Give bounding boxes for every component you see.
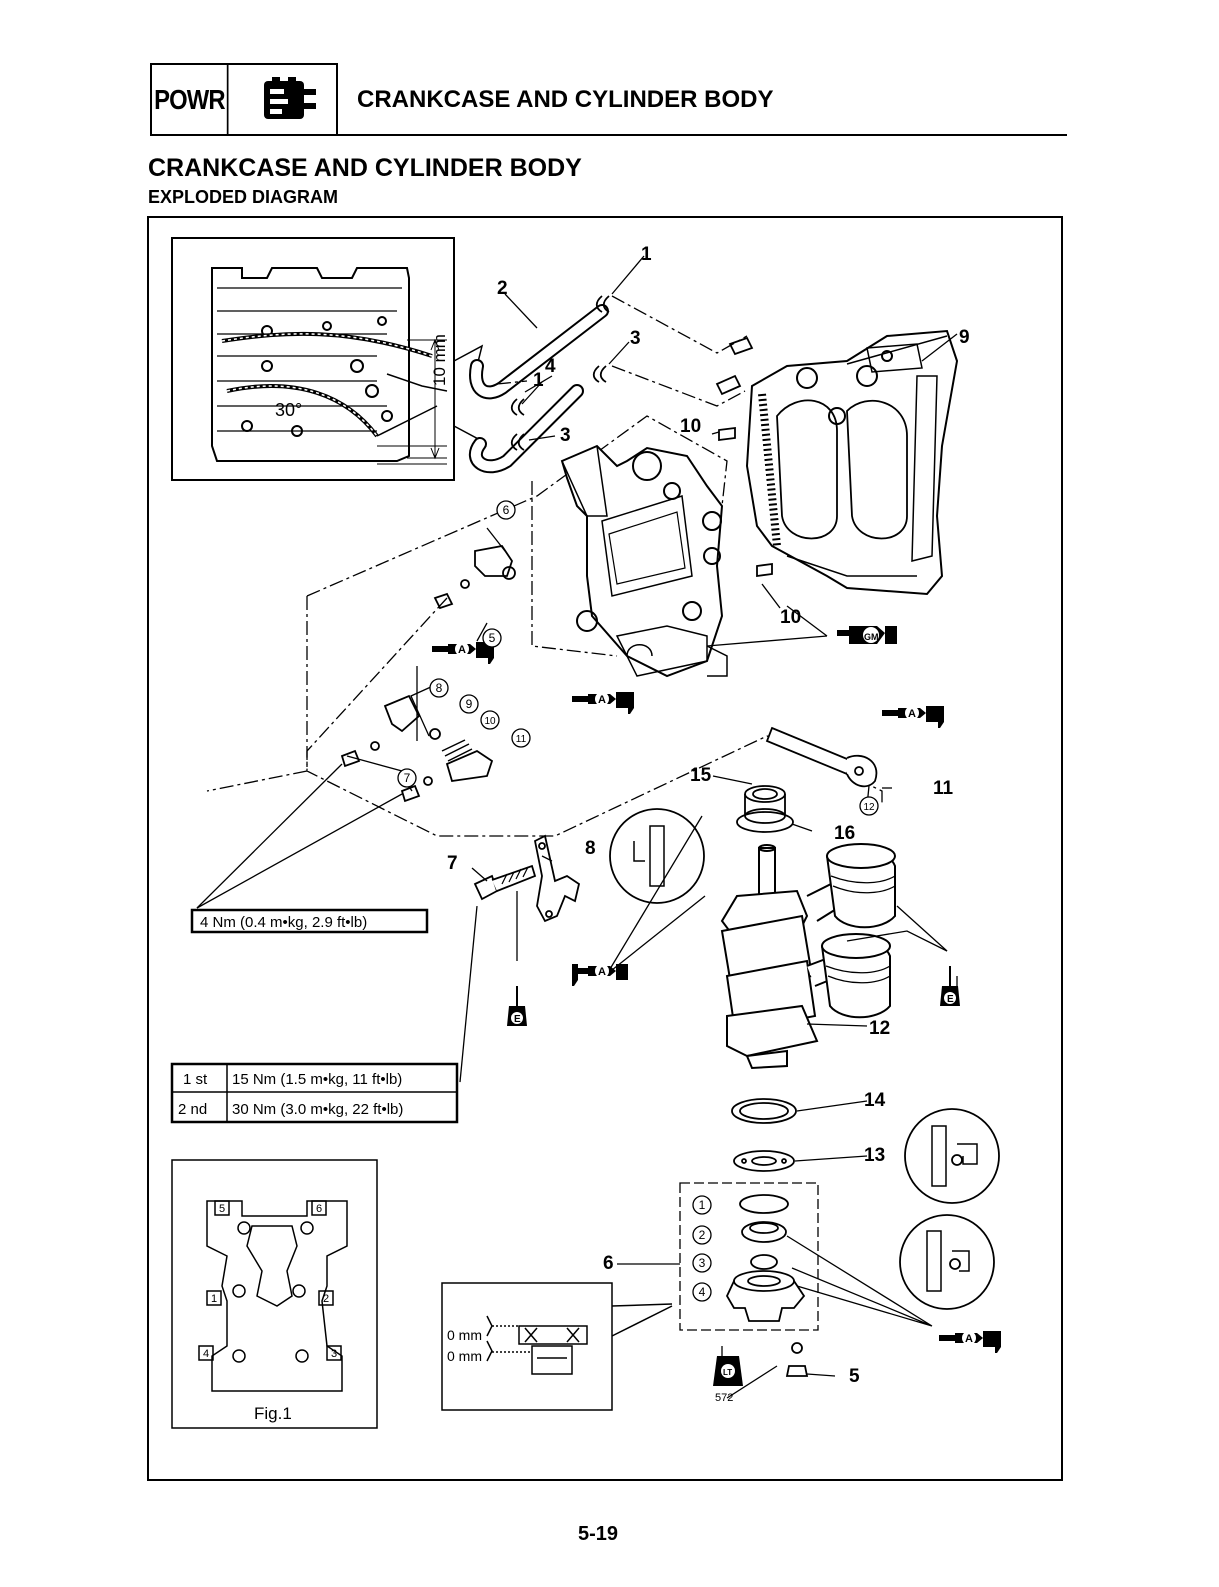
svg-text:7: 7 xyxy=(447,853,458,874)
svg-text:6: 6 xyxy=(603,1253,614,1274)
lever-8 xyxy=(533,834,581,923)
cylinder-body-9 xyxy=(745,329,959,596)
svg-text:2: 2 xyxy=(699,1228,706,1242)
hose-4 xyxy=(468,384,584,474)
svg-text:12: 12 xyxy=(863,802,875,813)
callout-labels: 1 2 3 4 1 3 9 10 10 11 15 16 8 7 12 14 1… xyxy=(447,244,970,1387)
lower-seal-stack xyxy=(679,1098,819,1377)
svg-text:4: 4 xyxy=(699,1285,706,1299)
svg-text:1: 1 xyxy=(641,244,652,265)
svg-text:E: E xyxy=(947,994,954,1005)
section-title: CRANKCASE AND CYLINDER BODY xyxy=(148,154,582,182)
fittings xyxy=(715,336,773,578)
crankcase xyxy=(560,444,728,678)
svg-text:A: A xyxy=(965,1333,973,1345)
svg-text:9: 9 xyxy=(466,697,473,711)
inset-angle: 30° xyxy=(275,400,302,420)
svg-text:A: A xyxy=(908,708,916,720)
svg-text:16: 16 xyxy=(834,823,855,844)
header-rule xyxy=(338,134,1067,136)
torque-value-2: 30 Nm (3.0 m•kg, 22 ft•lb) xyxy=(232,1101,403,1118)
inset-dimension: 10 mm xyxy=(430,334,449,386)
svg-text:11: 11 xyxy=(516,734,527,745)
diagram-frame xyxy=(147,216,1063,1481)
svg-text:A: A xyxy=(458,644,466,656)
routing-inset xyxy=(171,237,455,481)
bolt-7 xyxy=(473,864,537,901)
section-tag: POWR xyxy=(152,65,229,134)
svg-text:13: 13 xyxy=(864,1145,885,1166)
svg-text:3: 3 xyxy=(560,425,571,446)
oil-e-symbols xyxy=(507,966,960,1386)
svg-text:E: E xyxy=(514,1014,521,1025)
svg-text:2: 2 xyxy=(497,278,508,299)
svg-text:11: 11 xyxy=(933,778,954,799)
svg-text:10: 10 xyxy=(680,416,701,437)
valve-assembly xyxy=(340,545,516,803)
svg-text:4: 4 xyxy=(545,356,556,377)
svg-text:GM: GM xyxy=(864,632,879,642)
section-subtitle: EXPLODED DIAGRAM xyxy=(148,187,339,207)
svg-text:6: 6 xyxy=(316,1203,322,1215)
svg-text:3: 3 xyxy=(331,1348,337,1360)
fig1-numbers: 6 5 1 2 3 4 xyxy=(203,1203,337,1360)
torque-step-2: 2 nd xyxy=(178,1101,207,1118)
callout-leaders xyxy=(346,255,958,1377)
oil-letters: E E LT 572 xyxy=(514,994,954,1404)
section-tab: POWR xyxy=(150,63,338,136)
fig1-caption: Fig.1 xyxy=(254,1404,292,1423)
grease-a-symbols xyxy=(432,626,1001,1353)
svg-text:1: 1 xyxy=(699,1198,706,1212)
svg-text:8: 8 xyxy=(436,681,443,695)
svg-text:9: 9 xyxy=(959,327,970,348)
torque-small: 4 Nm (0.4 m•kg, 2.9 ft•lb) xyxy=(200,914,367,931)
crankshaft-12 xyxy=(720,844,859,1070)
page-number: 5-19 xyxy=(578,1523,619,1545)
svg-text:5: 5 xyxy=(219,1203,225,1215)
detail-circles xyxy=(609,808,1000,1310)
svg-text:A: A xyxy=(598,966,606,978)
svg-text:1: 1 xyxy=(211,1293,217,1305)
svg-text:1: 1 xyxy=(533,370,544,391)
circled-callouts xyxy=(397,500,879,1302)
exploded-diagram: 30° 10 mm xyxy=(170,237,1001,1429)
circled-numbers: 5 6 7 8 9 10 11 12 1 2 3 4 xyxy=(404,503,875,1299)
torque-box-small xyxy=(190,908,429,934)
hose-2 xyxy=(469,304,609,400)
seal-detail xyxy=(441,1282,673,1411)
svg-text:15: 15 xyxy=(690,765,712,786)
svg-text:5: 5 xyxy=(849,1366,860,1387)
grease-letters: A A A A A GM xyxy=(458,632,973,1345)
hose-clamps xyxy=(510,295,610,451)
seal-dim-1: 0 mm xyxy=(447,1327,482,1343)
torque-value-1: 15 Nm (1.5 m•kg, 11 ft•lb) xyxy=(232,1071,402,1088)
pistons xyxy=(820,843,896,1019)
svg-text:572: 572 xyxy=(715,1392,733,1404)
seal-dim-2: 0 mm xyxy=(447,1348,482,1364)
svg-text:4: 4 xyxy=(203,1348,209,1360)
svg-text:8: 8 xyxy=(585,838,596,859)
svg-text:12: 12 xyxy=(869,1018,890,1039)
torque-step-1: 1 st xyxy=(183,1071,208,1088)
svg-text:10: 10 xyxy=(780,607,801,628)
svg-text:10: 10 xyxy=(484,716,496,727)
svg-text:3: 3 xyxy=(630,328,641,349)
oil-seal-housing xyxy=(736,785,794,833)
torque-leaders xyxy=(196,605,958,1399)
svg-text:2: 2 xyxy=(323,1293,329,1305)
svg-text:A: A xyxy=(598,694,606,706)
powerhead-icon xyxy=(264,77,316,119)
svg-text:3: 3 xyxy=(699,1256,706,1270)
header-title: CRANKCASE AND CYLINDER BODY xyxy=(357,86,774,113)
shaft-11 xyxy=(765,726,878,788)
svg-text:7: 7 xyxy=(404,771,411,785)
fig1-diagram xyxy=(171,1159,378,1429)
svg-text:6: 6 xyxy=(503,503,510,517)
svg-text:5: 5 xyxy=(489,631,496,645)
svg-text:14: 14 xyxy=(864,1090,886,1111)
torque-table xyxy=(170,1062,459,1124)
svg-text:LT: LT xyxy=(723,1368,732,1377)
